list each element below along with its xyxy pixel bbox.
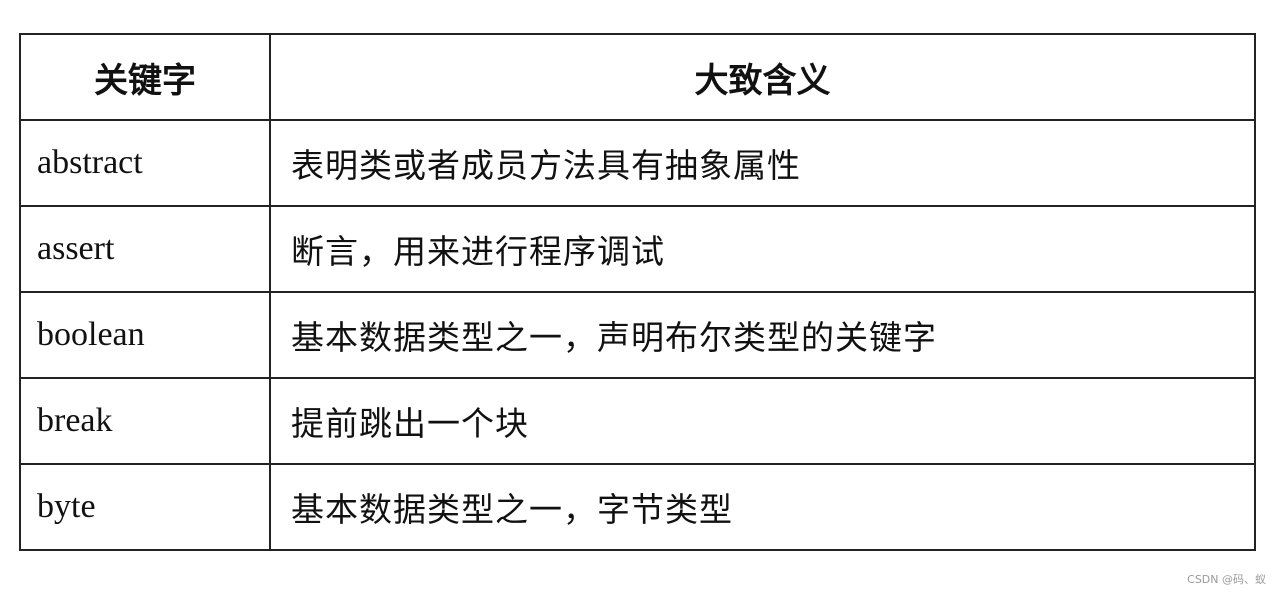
keyword-table: 关键字 大致含义 abstract 表明类或者成员方法具有抽象属性 assert… <box>19 33 1256 551</box>
meaning-cell: 表明类或者成员方法具有抽象属性 <box>269 119 1256 207</box>
header-meaning: 大致含义 <box>269 33 1256 121</box>
keyword-cell: abstract <box>19 119 271 207</box>
table-row: boolean 基本数据类型之一，声明布尔类型的关键字 <box>19 291 1256 379</box>
header-row: 关键字 大致含义 <box>19 33 1256 121</box>
table-row: assert 断言，用来进行程序调试 <box>19 205 1256 293</box>
keyword-cell: boolean <box>19 291 271 379</box>
watermark: CSDN @码、蚁 <box>1187 573 1266 586</box>
table-header: 关键字 大致含义 <box>19 33 1256 121</box>
table-row: break 提前跳出一个块 <box>19 377 1256 465</box>
header-keyword: 关键字 <box>19 33 271 121</box>
table-row: byte 基本数据类型之一，字节类型 <box>19 463 1256 551</box>
meaning-cell: 提前跳出一个块 <box>269 377 1256 465</box>
meaning-cell: 断言，用来进行程序调试 <box>269 205 1256 293</box>
meaning-cell: 基本数据类型之一，声明布尔类型的关键字 <box>269 291 1256 379</box>
keyword-cell: break <box>19 377 271 465</box>
keyword-cell: assert <box>19 205 271 293</box>
keyword-cell: byte <box>19 463 271 551</box>
table-row: abstract 表明类或者成员方法具有抽象属性 <box>19 119 1256 207</box>
table-body: abstract 表明类或者成员方法具有抽象属性 assert 断言，用来进行程… <box>19 119 1256 551</box>
meaning-cell: 基本数据类型之一，字节类型 <box>269 463 1256 551</box>
